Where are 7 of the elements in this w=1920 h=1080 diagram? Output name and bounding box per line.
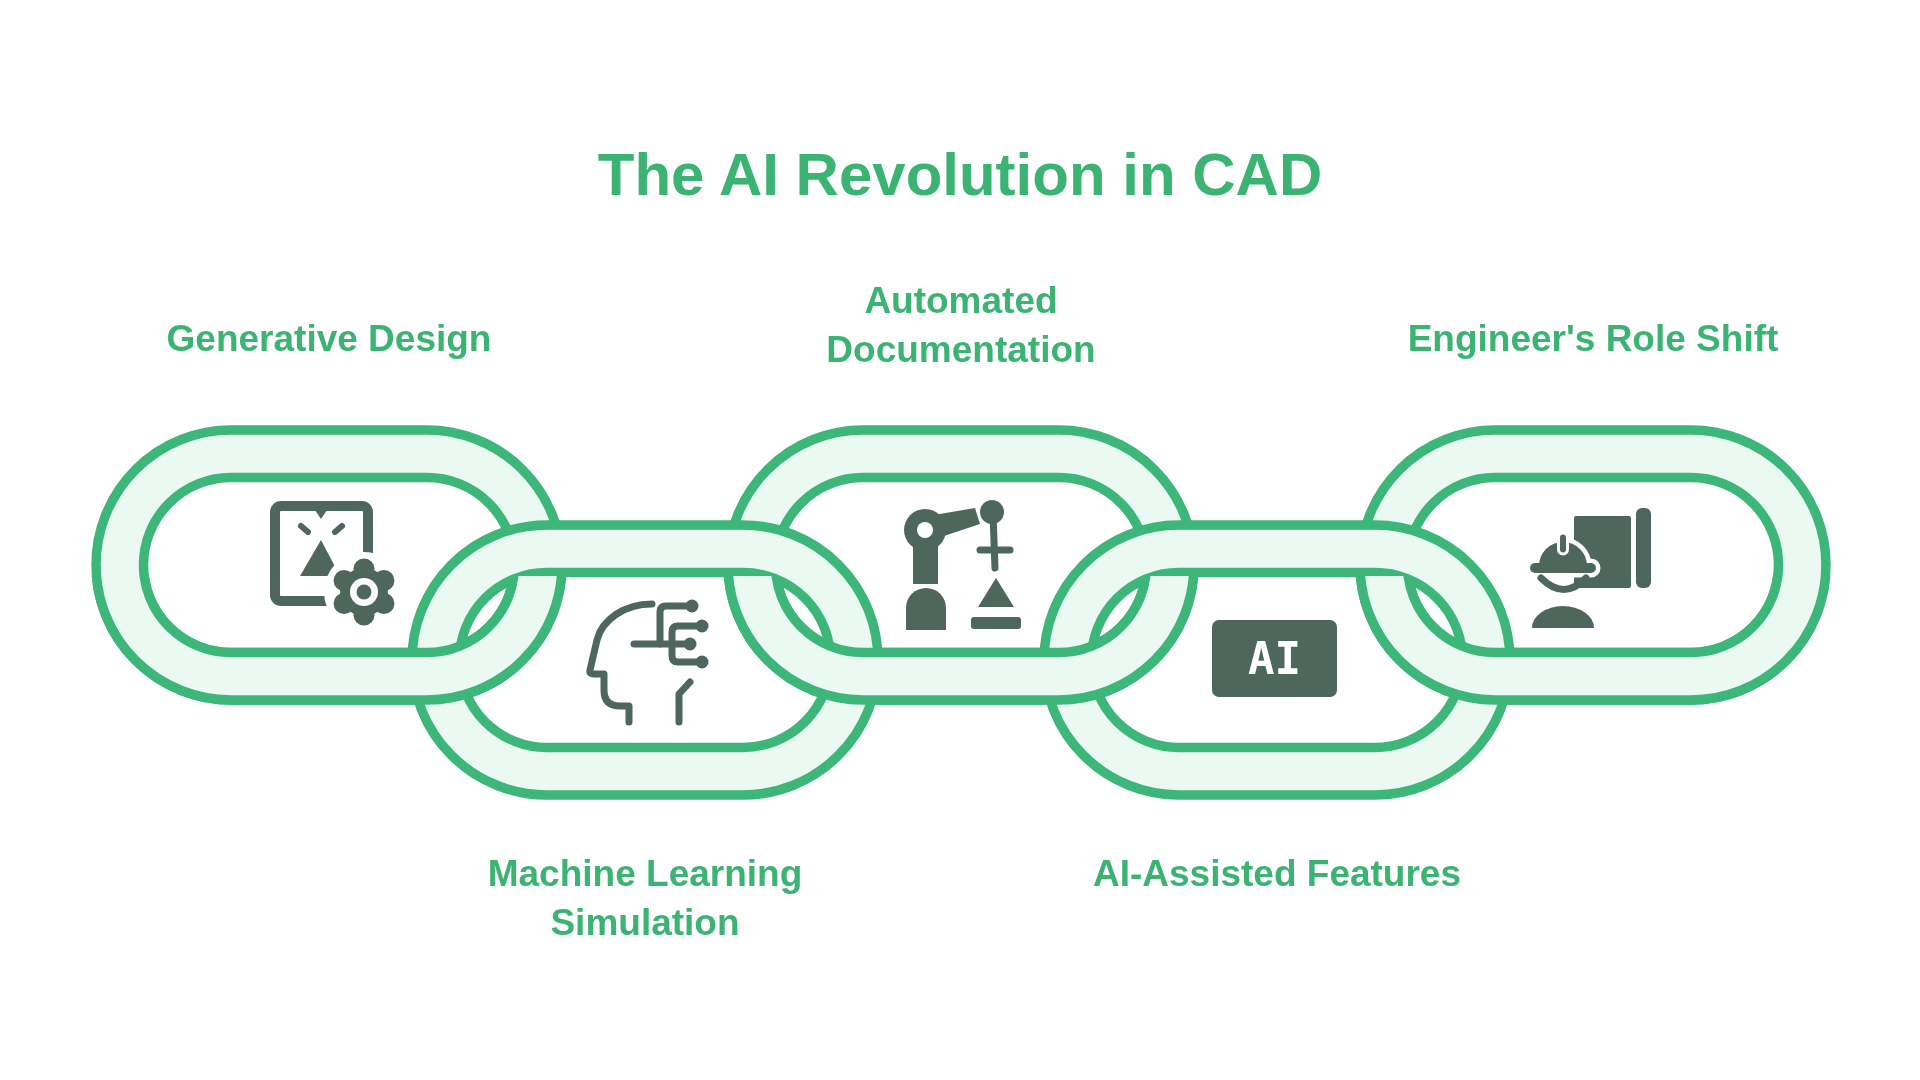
link-heading: Machine Learning Simulation [486, 852, 804, 945]
link-heading: Automated Documentation [825, 279, 1097, 372]
link-heading: AI-Assisted Features [1092, 852, 1462, 896]
link-heading: Generative Design [166, 317, 492, 361]
link-heading: Engineer's Role Shift [1407, 317, 1779, 361]
ai-badge: AI [1212, 620, 1337, 697]
diagram-title: The AI Revolution in CAD [597, 140, 1323, 210]
